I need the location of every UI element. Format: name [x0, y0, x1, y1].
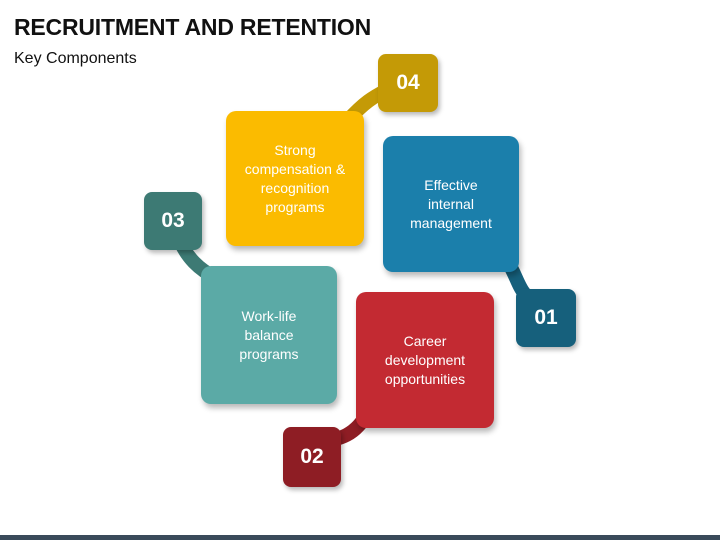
badge-04: 04: [378, 54, 438, 112]
card-01: Effective internal management: [383, 136, 519, 272]
card-01-line: management: [410, 214, 492, 231]
card-01-text: Effective internal management: [410, 176, 492, 233]
card-03-line: balance: [244, 326, 294, 343]
card-04-line: recognition: [260, 179, 330, 196]
badge-03: 03: [144, 192, 202, 250]
page-subtitle: Key Components: [14, 50, 137, 67]
card-01-line: Effective: [424, 176, 478, 193]
card-04: Strong compensation & recognition progra…: [226, 111, 364, 246]
card-01-line: internal: [428, 195, 474, 212]
card-02-line: development: [384, 351, 466, 368]
badge-01: 01: [516, 289, 576, 347]
card-02-line: Career: [403, 332, 447, 349]
card-04-line: compensation &: [244, 160, 346, 177]
card-04-line: programs: [265, 198, 325, 215]
card-03: Work-life balance programs: [201, 266, 337, 404]
card-03-line: Work-life: [241, 307, 297, 324]
card-02-line: opportunities: [384, 370, 466, 387]
page-title: RECRUITMENT AND RETENTION: [14, 14, 372, 40]
card-03-text: Work-life balance programs: [239, 307, 298, 364]
card-03-line: programs: [239, 345, 299, 362]
card-04-text: Strong compensation & recognition progra…: [245, 141, 345, 217]
badge-02: 02: [283, 427, 341, 487]
card-02-text: Career development opportunities: [385, 332, 465, 389]
footer-bar: [0, 535, 720, 540]
card-04-line: Strong: [274, 141, 316, 158]
card-02: Career development opportunities: [356, 292, 494, 428]
